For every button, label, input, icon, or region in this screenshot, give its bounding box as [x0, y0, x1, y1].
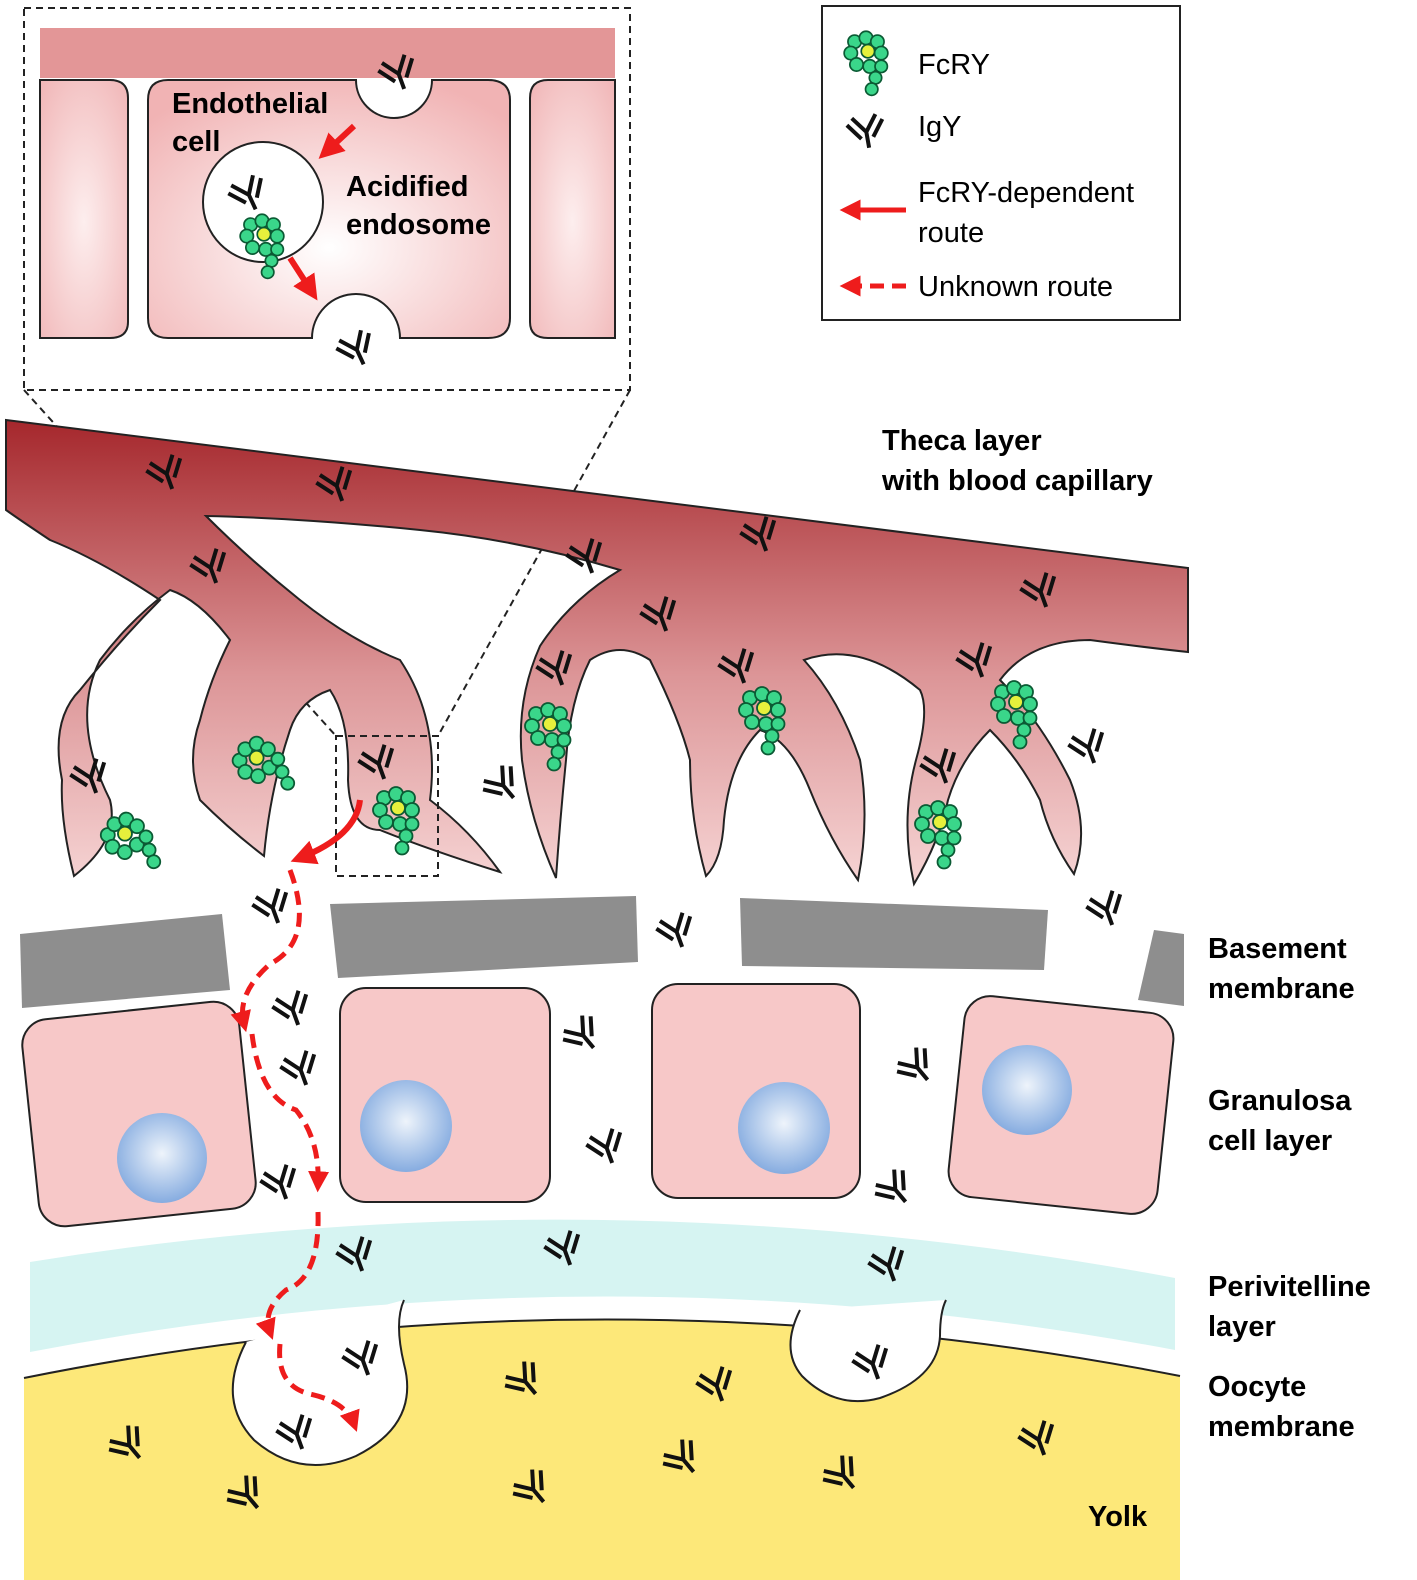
oocyte-region: [23, 1219, 1181, 1580]
theca-label-2: with blood capillary: [881, 465, 1153, 497]
acidified-endosome: [202, 141, 324, 263]
unknown-route-arrow: [249, 1033, 330, 1193]
granulosa-label-2: cell layer: [1208, 1125, 1332, 1157]
basement-membrane: [20, 896, 1184, 1008]
fcry-route-arrow: [318, 123, 357, 159]
layer-labels: Theca layer with blood capillary Basemen…: [881, 425, 1371, 1533]
theca-capillary: [5, 418, 1189, 887]
oocyte-label-2: membrane: [1208, 1411, 1355, 1443]
legend-igy: IgY: [918, 111, 962, 143]
endothelial-cell-shape: [147, 79, 511, 339]
legend-fcry: FcRY: [918, 49, 990, 81]
igy-icon: [1082, 886, 1132, 934]
igy-icon: [1064, 724, 1114, 772]
igy-icon: [557, 1009, 610, 1062]
granulosa-cell: [339, 987, 551, 1203]
fcry-icon: [372, 786, 420, 856]
oocyte-label: Oocyte: [1208, 1371, 1306, 1403]
endothelial-cell-label: Endothelial: [172, 88, 328, 120]
granulosa-layer: [21, 983, 1175, 1228]
unknown-route-arrow: [255, 1211, 321, 1340]
yolk-label: Yolk: [1088, 1501, 1148, 1533]
nucleus: [982, 1045, 1072, 1135]
legend-fcry-route: FcRY-dependent: [918, 177, 1134, 209]
transport-route: [230, 799, 363, 1432]
acidified-endosome-label: Acidified: [346, 171, 468, 203]
fcry-route-arrow: [290, 799, 363, 865]
legend-fcry-route-2: route: [918, 217, 984, 249]
nucleus: [117, 1113, 207, 1203]
igy-icon: [582, 1124, 632, 1172]
perivitelline-band: [30, 1219, 1175, 1352]
basement-label-2: membrane: [1208, 973, 1355, 1005]
unknown-route-arrow: [230, 869, 302, 1033]
oocyte-pit-large: [231, 1299, 409, 1466]
igy-icon: [268, 986, 318, 1034]
granulosa-label: Granulosa: [1208, 1085, 1352, 1117]
legend: FcRY IgY FcRY-dependent route Unknown ro…: [821, 5, 1181, 321]
inset-zoom: Endothelial cell Acidified endosome: [23, 7, 631, 391]
igy-icon: [869, 1163, 922, 1216]
nucleus: [360, 1080, 452, 1172]
endothelial-cell-label-2: cell: [172, 126, 220, 158]
theca-label: Theca layer: [882, 425, 1042, 457]
basement-label: Basement: [1208, 933, 1347, 965]
igy-icon: [477, 759, 530, 812]
igy-icon: [276, 1046, 326, 1094]
legend-unknown-route: Unknown route: [918, 271, 1113, 303]
perivitelline-label: Perivitelline: [1208, 1271, 1371, 1303]
perivitelline-label-2: layer: [1208, 1311, 1276, 1343]
inset-left-cell: [39, 79, 129, 339]
nucleus: [738, 1082, 830, 1174]
igy-icon: [652, 908, 702, 956]
yolk: [24, 1319, 1180, 1580]
inset-right-cell: [529, 79, 616, 339]
oocyte-pit-small: [789, 1299, 947, 1403]
igy-icon: [256, 1160, 306, 1208]
capillary-network: [5, 418, 1189, 887]
acidified-endosome-label-2: endosome: [346, 209, 491, 241]
igy-icon: [891, 1041, 944, 1094]
granulosa-cell: [651, 983, 861, 1199]
fcry-route-arrow: [287, 256, 318, 301]
igy-icon: [248, 884, 298, 932]
